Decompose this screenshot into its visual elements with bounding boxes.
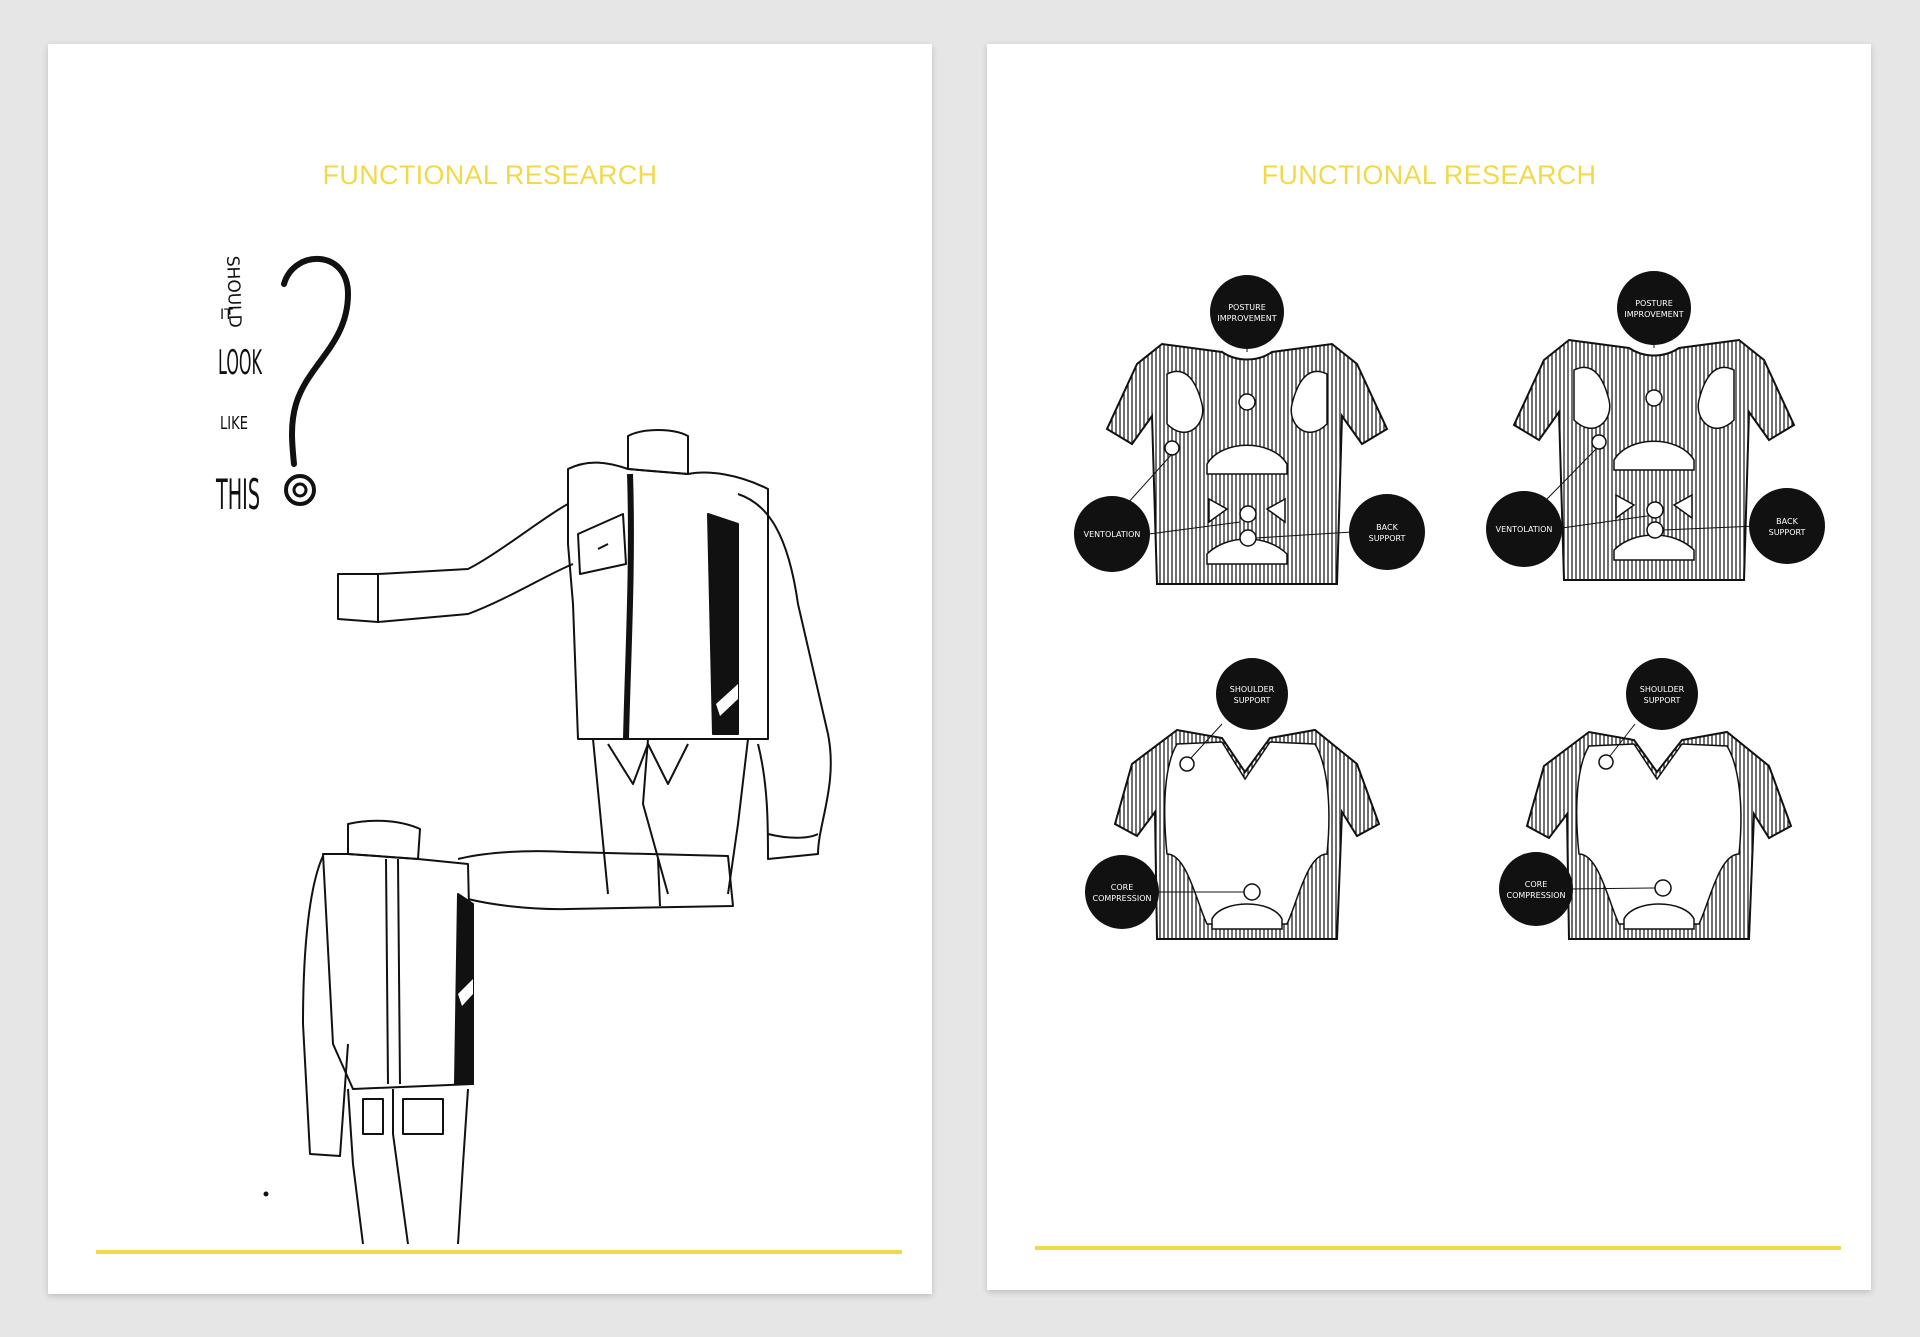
svg-text:VENTOLATION: VENTOLATION [1084,530,1141,539]
question-dot-spiral-icon [284,474,316,506]
callout-posture-improvement-1: POSTURE IMPROVEMENT [1210,275,1284,349]
callout-ventilation-1: VENTOLATION [1074,496,1150,572]
right-page: FUNCTIONAL RESEARCH [987,44,1871,1290]
right-page-title: FUNCTIONAL RESEARCH [1261,160,1597,190]
question-word-look: LOOK [218,343,263,383]
svg-text:CORE: CORE [1111,883,1134,892]
handwritten-question: SHOULD IT LOOK LIKE THIS [216,255,352,519]
callout-back-support-1: BACK SUPPORT [1349,494,1425,570]
svg-text:SUPPORT: SUPPORT [1369,534,1406,543]
svg-text:SUPPORT: SUPPORT [1769,528,1806,537]
svg-text:POSTURE: POSTURE [1228,303,1266,312]
shirt-4: SHOULDER SUPPORT CORE COMPRESSION [1499,658,1793,940]
svg-text:COMPRESSION: COMPRESSION [1092,894,1151,903]
question-word-like: LIKE [220,413,248,434]
svg-text:SHOULDER: SHOULDER [1640,685,1685,694]
callout-ventilation-2: VENTOLATION [1486,491,1562,567]
left-footer-rule [96,1250,902,1254]
callout-shoulder-support-2: SHOULDER SUPPORT [1626,658,1698,730]
shirt-2: POSTURE IMPROVEMENT VENTOLATION BACK SUP… [1486,271,1825,581]
shirt-1: POSTURE IMPROVEMENT VENTOLATION BACK SUP… [1074,275,1425,585]
left-page-title: FUNCTIONAL RESEARCH [322,160,658,190]
right-footer-rule [1035,1246,1841,1250]
svg-text:BACK: BACK [1376,523,1398,532]
svg-text:SUPPORT: SUPPORT [1644,696,1681,705]
question-word-this: THIS [216,470,260,519]
jacket-sketch-front [337,429,832,895]
svg-text:BACK: BACK [1776,517,1798,526]
svg-text:SHOULDER: SHOULDER [1230,685,1275,694]
svg-text:POSTURE: POSTURE [1635,299,1673,308]
callout-core-compression-1: CORE COMPRESSION [1085,855,1159,929]
svg-text:CORE: CORE [1525,880,1548,889]
svg-text:IMPROVEMENT: IMPROVEMENT [1624,310,1683,319]
svg-text:VENTOLATION: VENTOLATION [1496,525,1553,534]
callout-core-compression-2: CORE COMPRESSION [1499,852,1573,926]
callout-posture-improvement-2: POSTURE IMPROVEMENT [1617,271,1691,345]
svg-text:COMPRESSION: COMPRESSION [1506,891,1565,900]
question-mark-icon [281,256,352,467]
left-page: FUNCTIONAL RESEARCH SHOULD IT LOOK LIKE … [48,44,932,1294]
callout-back-support-2: BACK SUPPORT [1749,488,1825,564]
svg-text:IMPROVEMENT: IMPROVEMENT [1217,314,1276,323]
jacket-sketches-illustration: SHOULD IT LOOK LIKE THIS [216,255,832,1245]
question-word-it: IT [220,307,233,323]
question-word-should: SHOULD [222,255,244,328]
jacket-sketch-back [263,819,734,1245]
callout-shoulder-support-1: SHOULDER SUPPORT [1216,658,1288,730]
shirt-3: SHOULDER SUPPORT CORE COMPRESSION [1085,658,1381,940]
shirt-diagrams-illustration: POSTURE IMPROVEMENT VENTOLATION BACK SUP… [1074,271,1825,940]
svg-text:SUPPORT: SUPPORT [1234,696,1271,705]
